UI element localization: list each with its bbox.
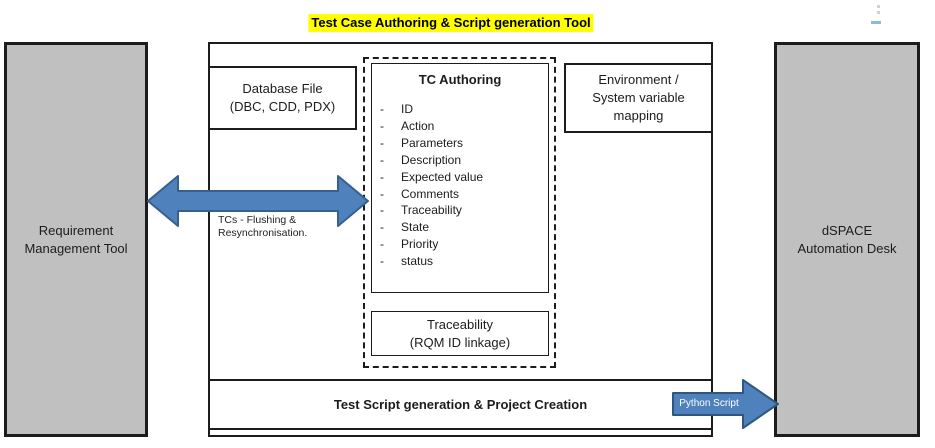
label-line: (RQM ID linkage) xyxy=(409,334,511,350)
tc-field-label: Traceability xyxy=(401,203,462,218)
label-line: Requirement xyxy=(38,222,114,238)
tc-field-label: ID xyxy=(401,102,413,116)
tc-field-row: - Traceability xyxy=(372,202,548,219)
scan-artifact-dot xyxy=(877,11,880,14)
environment-mapping-label: Environment / System variable mapping xyxy=(592,71,684,125)
tc-authoring-group: TC Authoring - ID - Action - Parameters - De… xyxy=(363,57,556,368)
tc-field-label: Description xyxy=(401,152,462,167)
traceability-label: Traceability (RQM ID linkage) xyxy=(410,316,510,352)
label-line: TCs - Flushing & xyxy=(218,214,297,226)
label-line: dSPACE xyxy=(821,222,873,238)
script-generation-label: Test Script generation & Project Creatio… xyxy=(333,397,588,412)
script-generation-bar: Test Script generation & Project Creatio… xyxy=(208,379,713,430)
traceability-box: Traceability (RQM ID linkage) xyxy=(371,311,549,356)
label-line: Automation Desk xyxy=(797,240,897,256)
tc-field-label: Priority xyxy=(401,237,439,252)
label-line: mapping xyxy=(613,108,664,123)
dspace-automation-desk-label: dSPACE Automation Desk xyxy=(798,222,897,258)
requirement-management-tool-label: Requirement Management Tool xyxy=(24,222,127,258)
diagram-title: Test Case Authoring & Script generation … xyxy=(308,14,594,32)
dash-bullet: - xyxy=(380,254,384,269)
label-line: Traceability xyxy=(427,316,493,332)
sync-double-arrow-icon xyxy=(147,175,369,227)
tc-field-row: - Parameters xyxy=(372,135,548,152)
label-line: Management Tool xyxy=(24,240,128,256)
tc-field-label: Expected value xyxy=(401,169,484,184)
tc-field-row: - Description xyxy=(372,152,548,169)
tc-field-label: Action xyxy=(401,118,435,133)
tc-field-row: - Comments xyxy=(372,186,548,203)
tc-field-row: - State xyxy=(372,219,548,236)
environment-mapping-box: Environment / System variable mapping xyxy=(564,63,713,133)
label-line: Resynchronisation. xyxy=(218,227,308,239)
label-line: Environment / xyxy=(598,72,679,87)
dash-bullet: - xyxy=(380,135,384,150)
label-line: (DBC, CDD, PDX) xyxy=(229,99,336,114)
tc-field-list: - ID - Action - Parameters - Description - Ex… xyxy=(372,101,548,270)
dash-bullet: - xyxy=(380,102,384,116)
python-script-label: Python Script xyxy=(679,398,739,409)
dash-bullet: - xyxy=(380,220,384,235)
dash-bullet: - xyxy=(380,203,384,218)
database-file-label: Database File (DBC, CDD, PDX) xyxy=(230,80,335,116)
tc-field-label: State xyxy=(401,220,430,235)
dash-bullet: - xyxy=(380,186,384,201)
tc-authoring-box: TC Authoring - ID - Action - Parameters - De… xyxy=(371,63,549,293)
dspace-automation-desk-box: dSPACE Automation Desk xyxy=(774,42,920,437)
label-line: System variable xyxy=(592,90,685,105)
dash-bullet: - xyxy=(380,237,384,252)
python-script-arrow-icon xyxy=(672,379,779,429)
tc-field-label: status xyxy=(401,254,434,269)
tc-field-row: - status xyxy=(372,253,548,270)
tc-field-row: - Priority xyxy=(372,236,548,253)
tc-field-label: Comments xyxy=(401,186,460,201)
sync-arrow-label: TCs - Flushing & Resynchronisation. xyxy=(218,214,307,240)
label-line: Database File xyxy=(242,81,323,96)
tc-field-label: Parameters xyxy=(401,135,464,150)
authoring-tool-container: Database File (DBC, CDD, PDX) Environmen… xyxy=(208,42,713,437)
database-file-box: Database File (DBC, CDD, PDX) xyxy=(208,66,357,130)
dash-bullet: - xyxy=(380,169,384,184)
scan-artifact-dash xyxy=(871,21,881,24)
dash-bullet: - xyxy=(380,152,384,167)
tc-authoring-title: TC Authoring xyxy=(418,72,502,87)
tc-field-row: - Expected value xyxy=(372,169,548,186)
tc-field-row: - Action xyxy=(372,118,548,135)
dash-bullet: - xyxy=(380,118,384,133)
tc-field-row: - ID xyxy=(372,101,548,118)
scan-artifact-dot xyxy=(877,5,880,8)
requirement-management-tool-box: Requirement Management Tool xyxy=(4,42,148,437)
